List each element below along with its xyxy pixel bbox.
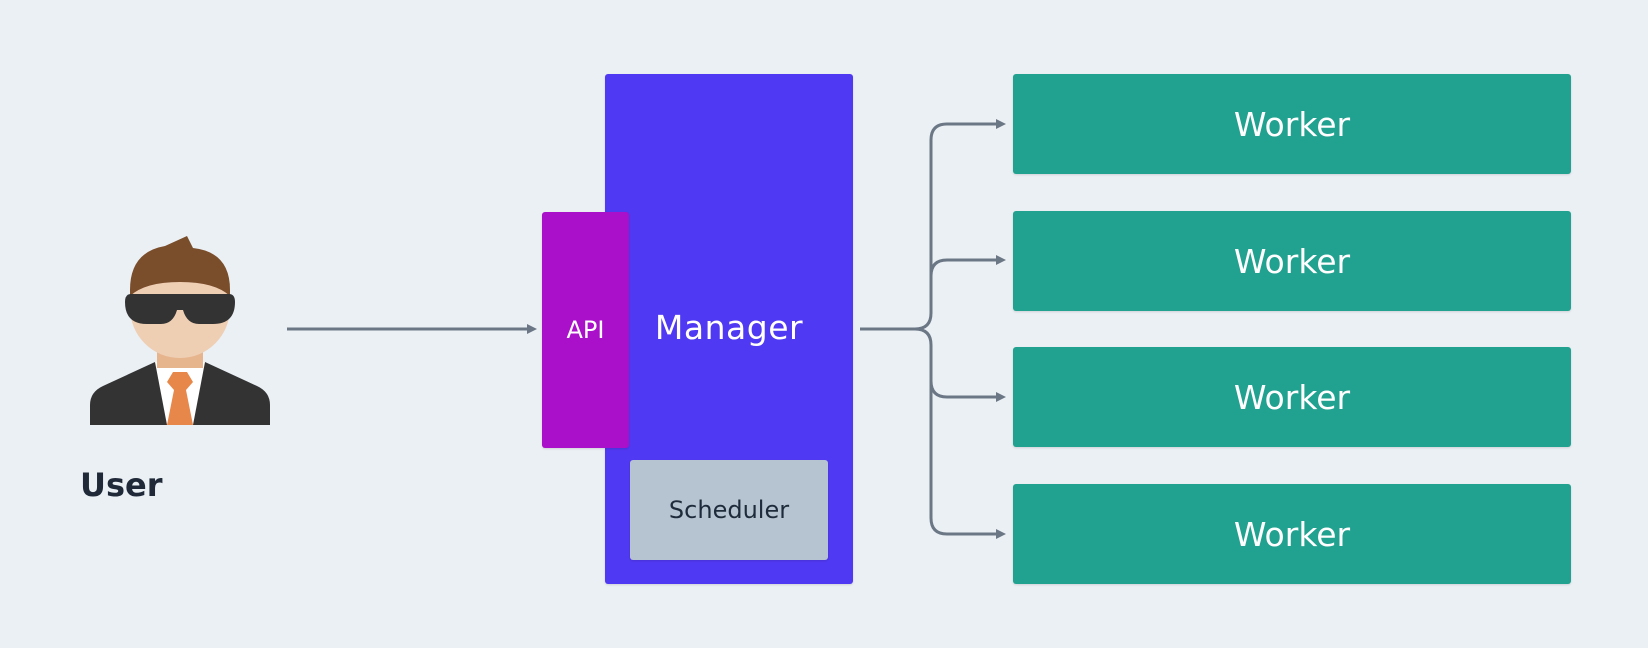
- scheduler-label: Scheduler: [668, 496, 790, 524]
- manager-label: Manager: [654, 308, 804, 347]
- worker-box: Worker: [1013, 484, 1571, 584]
- user-label: User: [80, 466, 163, 504]
- api-label: API: [566, 316, 605, 344]
- worker-label: Worker: [1233, 104, 1351, 144]
- worker-box: Worker: [1013, 347, 1571, 447]
- connector-worker-1: [914, 119, 1006, 331]
- connector-worker-4: [929, 381, 1006, 539]
- user-avatar-icon: [90, 236, 270, 425]
- api-box: API: [542, 212, 629, 448]
- connector-worker-2: [929, 255, 1006, 313]
- scheduler-box: Scheduler: [630, 460, 828, 560]
- connector-worker-3: [914, 327, 1006, 402]
- worker-label: Worker: [1233, 514, 1351, 554]
- worker-label: Worker: [1233, 377, 1351, 417]
- worker-label: Worker: [1233, 241, 1351, 281]
- worker-box: Worker: [1013, 211, 1571, 311]
- worker-box: Worker: [1013, 74, 1571, 174]
